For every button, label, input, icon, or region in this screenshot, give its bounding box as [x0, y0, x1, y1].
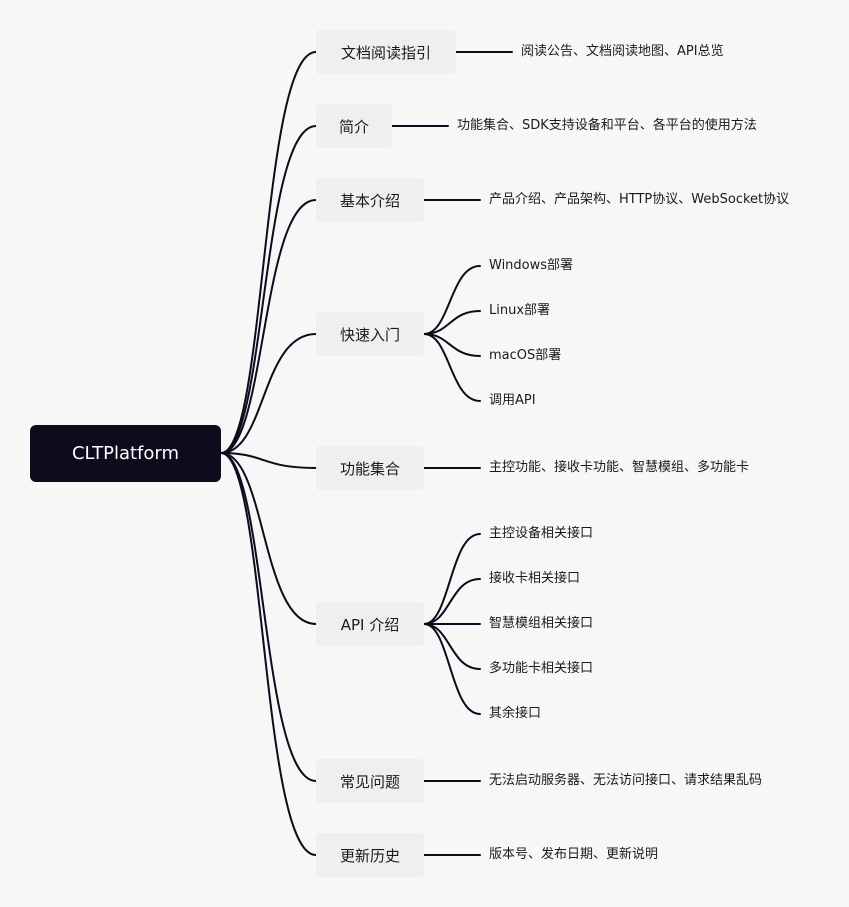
branch-label: 功能集合: [339, 459, 400, 478]
branch-label: 基本介绍: [339, 191, 400, 210]
child-edge-api-3: [423, 623, 481, 670]
leaf-windows: Windows部署: [489, 258, 574, 273]
branch-label: 简介: [338, 117, 369, 136]
child-edge-quickstart-1: [423, 310, 481, 335]
leaf-api-receiver: 接收卡相关接口: [489, 571, 581, 586]
root-edge-1: [220, 125, 317, 454]
leaf-api-multi: 多功能卡相关接口: [489, 661, 594, 676]
leaf-linux: Linux部署: [489, 303, 551, 318]
branch-node-basics[interactable]: 基本介绍: [316, 178, 424, 222]
root-edge-5: [220, 452, 317, 625]
root-edge-7: [220, 452, 317, 856]
leaf-reading-guide: 阅读公告、文档阅读地图、API总览: [521, 44, 724, 59]
branch-node-intro[interactable]: 简介: [316, 104, 392, 148]
child-edge-quickstart-0: [423, 265, 481, 335]
root-edge-2: [220, 199, 317, 454]
leaf-api-module: 智慧模组相关接口: [489, 616, 594, 631]
leaf-call-api: 调用API: [489, 393, 536, 408]
branch-node-reading-guide[interactable]: 文档阅读指引: [316, 30, 456, 74]
root-label: CLTPlatform: [71, 443, 180, 464]
child-edge-api-1: [423, 578, 481, 625]
child-edge-quickstart-3: [423, 333, 481, 402]
branch-node-faq[interactable]: 常见问题: [316, 759, 424, 803]
branch-label: API 介绍: [340, 615, 400, 634]
child-edge-api-0: [423, 533, 481, 625]
leaf-features: 主控功能、接收卡功能、智慧模组、多功能卡: [489, 460, 750, 475]
branch-node-features[interactable]: 功能集合: [316, 446, 424, 490]
leaf-faq: 无法启动服务器、无法访问接口、请求结果乱码: [489, 773, 763, 788]
root-edge-0: [220, 51, 317, 454]
branch-node-history[interactable]: 更新历史: [316, 833, 424, 877]
branch-label: 文档阅读指引: [340, 43, 431, 62]
leaf-api-main: 主控设备相关接口: [489, 526, 594, 541]
root-edge-4: [220, 452, 317, 469]
leaf-intro: 功能集合、SDK支持设备和平台、各平台的使用方法: [457, 118, 757, 133]
leaf-api-other: 其余接口: [489, 706, 542, 721]
branch-label: 常见问题: [339, 772, 400, 791]
root-node[interactable]: CLTPlatform: [30, 425, 221, 482]
leaf-history: 版本号、发布日期、更新说明: [489, 847, 659, 862]
branch-node-quickstart[interactable]: 快速入门: [316, 312, 424, 356]
leaf-basics: 产品介绍、产品架构、HTTP协议、WebSocket协议: [489, 192, 790, 207]
branch-node-api[interactable]: API 介绍: [316, 602, 424, 646]
child-edge-api-4: [423, 623, 481, 715]
root-edge-3: [220, 333, 317, 454]
root-edge-6: [220, 452, 317, 782]
leaf-macos: macOS部署: [489, 348, 562, 363]
branch-label: 快速入门: [339, 325, 400, 344]
branch-label: 更新历史: [339, 846, 400, 865]
